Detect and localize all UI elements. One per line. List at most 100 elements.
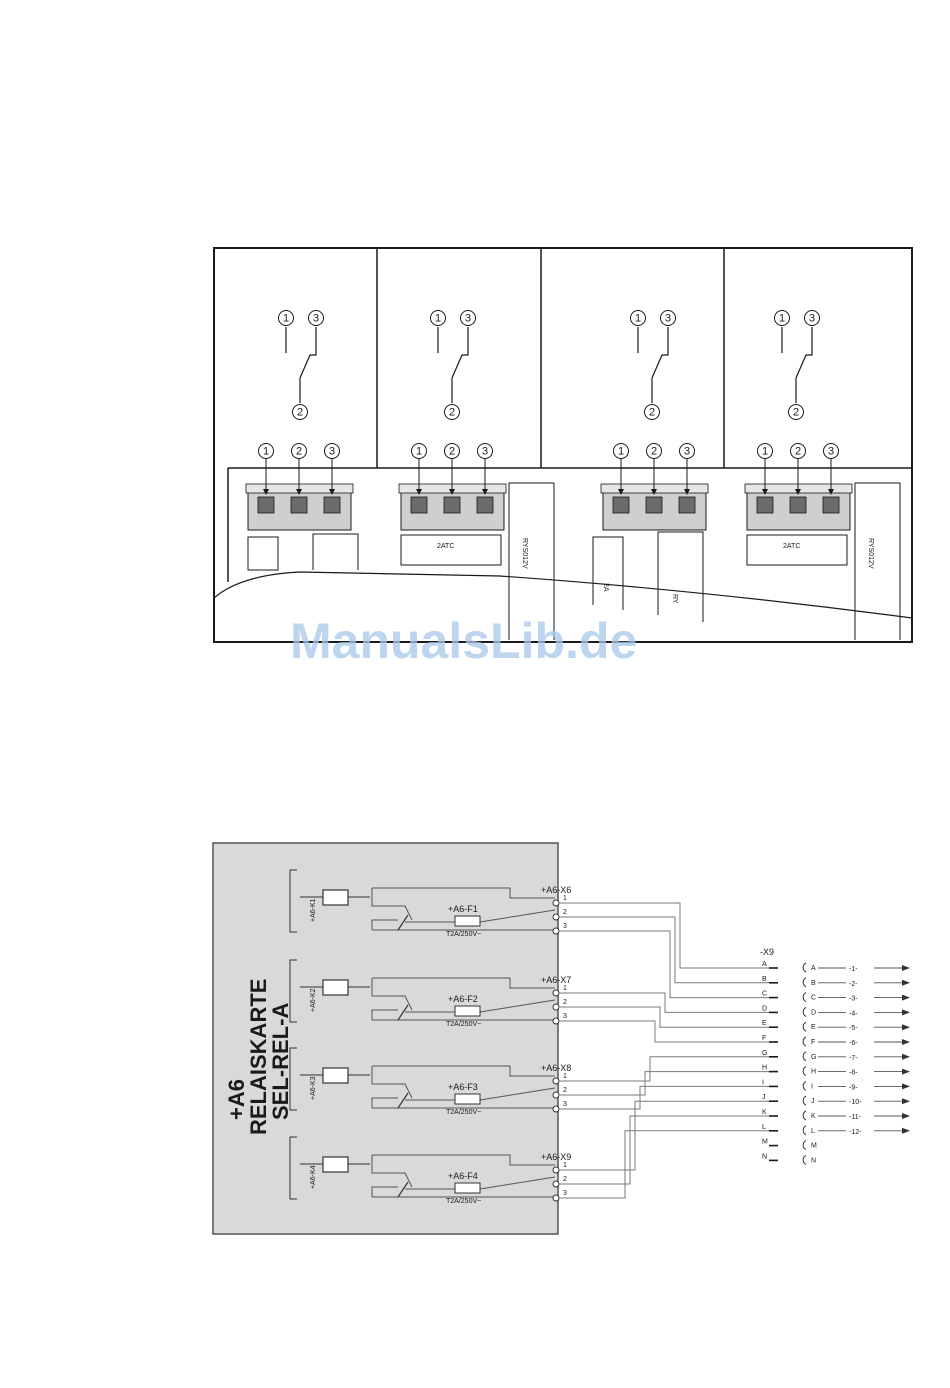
x9-pin-row: FF-6- xyxy=(762,1035,910,1047)
x9-pin-right: D xyxy=(811,1009,816,1016)
x9-pin-right: M xyxy=(811,1143,817,1150)
svg-text:2: 2 xyxy=(297,407,303,419)
svg-text:1: 1 xyxy=(263,446,269,458)
contact-wire xyxy=(371,999,556,1020)
signal-wire xyxy=(559,1130,770,1199)
svg-text:2: 2 xyxy=(649,407,655,419)
plug-socket xyxy=(802,1110,807,1121)
terminal-number: 2 xyxy=(563,909,567,916)
plug-socket xyxy=(802,1021,807,1032)
terminal-screw xyxy=(290,496,308,514)
terminal-number: 1 xyxy=(563,1073,567,1080)
svg-text:2: 2 xyxy=(795,446,801,458)
svg-text:2: 2 xyxy=(449,407,455,419)
x9-pin-row: LL-12- xyxy=(762,1124,910,1136)
svg-text:3: 3 xyxy=(329,446,335,458)
x9-pin-row: BB-2- xyxy=(762,976,910,988)
x9-label: -X9 xyxy=(760,947,774,957)
arrow-head xyxy=(618,489,624,495)
relay-bracket xyxy=(289,869,297,933)
wire-number: -2- xyxy=(849,981,858,988)
terminal-screw xyxy=(410,496,428,514)
x9-pin-left: B xyxy=(762,976,767,983)
wire-arrow xyxy=(902,1053,910,1060)
arrow-head xyxy=(296,489,302,495)
relay-label: +A6-K2 xyxy=(310,988,317,1012)
relay-outline xyxy=(854,482,901,640)
x9-pin-left: G xyxy=(762,1050,767,1057)
socket-pin-label: 3 xyxy=(823,443,839,459)
relay-contact xyxy=(397,1092,409,1109)
wire-arrow xyxy=(902,1127,910,1134)
contact-wire xyxy=(372,1065,555,1077)
pin-label: 3 xyxy=(308,310,324,326)
wire-arrow xyxy=(902,979,910,986)
relay-contact xyxy=(397,914,409,931)
relay-coil xyxy=(322,979,349,996)
socket-pin-label: 2 xyxy=(790,443,806,459)
x9-pin-row: NN xyxy=(762,1153,816,1165)
fuse-holder xyxy=(247,536,279,571)
signal-wire xyxy=(559,902,770,969)
wire-arrow xyxy=(902,1024,910,1031)
x9-pin-right: E xyxy=(811,1024,816,1031)
wire-number: -1- xyxy=(849,966,858,973)
fuse-holder xyxy=(400,534,502,566)
x9-pin-right: C xyxy=(811,995,816,1002)
x9-pin-row: II-9- xyxy=(762,1079,910,1091)
relay-label: RY xyxy=(671,594,678,604)
x9-pin-row: KK-11- xyxy=(762,1109,910,1121)
wire-number: -5- xyxy=(849,1025,858,1032)
connector-label: +A6-X7 xyxy=(541,975,571,985)
plug-socket xyxy=(802,1140,807,1151)
fuse-symbol xyxy=(454,1093,481,1105)
wire-number: -8- xyxy=(849,1070,858,1077)
fuse-label: +A6-F4 xyxy=(448,1171,478,1181)
relay-outline xyxy=(312,533,359,570)
x9-pin-left: H xyxy=(762,1065,767,1072)
fuse-holder-label: 2ATC xyxy=(783,543,800,550)
arrow-head xyxy=(263,489,269,495)
pin-label: 1 xyxy=(774,310,790,326)
x9-pin-row: GG-7- xyxy=(762,1050,910,1062)
plug-socket xyxy=(802,1125,807,1136)
wire-arrow xyxy=(902,1039,910,1045)
wire-number-bg xyxy=(846,1066,874,1076)
socket-pin-label: 3 xyxy=(679,443,695,459)
fuse-symbol xyxy=(454,1182,481,1194)
wire-number-bg xyxy=(846,977,874,987)
wire-number: -12- xyxy=(849,1129,862,1136)
wire-number-bg xyxy=(846,1081,874,1091)
svg-text:1: 1 xyxy=(435,313,441,325)
terminal-screw xyxy=(645,496,663,514)
socket-pin-label: 1 xyxy=(411,443,427,459)
plug-socket xyxy=(802,1080,807,1091)
plug-socket xyxy=(802,1051,807,1062)
svg-text:1: 1 xyxy=(618,446,624,458)
x9-pin-left: N xyxy=(762,1153,767,1160)
arrow-head xyxy=(828,489,834,495)
wire-number: -6- xyxy=(849,1040,858,1047)
terminal-number: 1 xyxy=(563,895,567,902)
wire-number-bg xyxy=(846,963,874,972)
wire-number: -4- xyxy=(849,1010,858,1017)
terminal-screw xyxy=(678,496,696,514)
signal-wire xyxy=(559,1115,770,1185)
contact-wire xyxy=(371,1087,556,1108)
socket-pin-label: 2 xyxy=(646,443,662,459)
wire-arrow xyxy=(902,1009,910,1016)
socket-pin-label: 2 xyxy=(291,443,307,459)
socket-pin-label: 1 xyxy=(613,443,629,459)
terminal-point xyxy=(552,927,560,935)
x9-pin-row: EE-5- xyxy=(762,1020,910,1032)
fuse-rating: T2A/250V~ xyxy=(446,1198,481,1205)
x9-pin-row: HH-8- xyxy=(762,1065,910,1077)
x9-pin-left: A xyxy=(762,961,767,968)
x9-pin-right: N xyxy=(811,1157,816,1164)
svg-text:3: 3 xyxy=(665,313,671,325)
fuse-label: +A6-F2 xyxy=(448,994,478,1004)
terminal-point xyxy=(552,1180,560,1188)
relay-label: RYS012V xyxy=(867,538,874,569)
